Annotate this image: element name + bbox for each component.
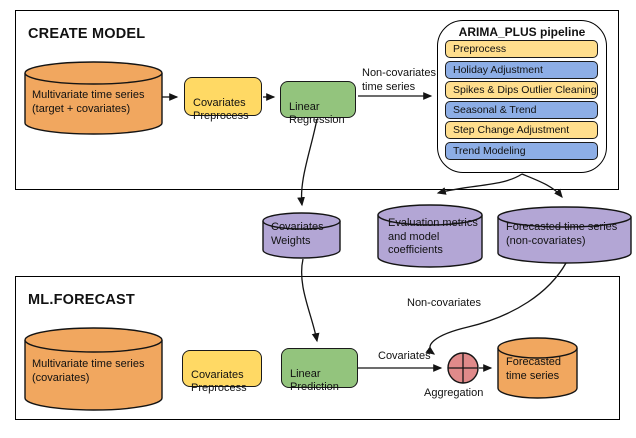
multivariate-covariates-label: Multivariate time series (covariates) (32, 358, 145, 384)
noncovariates-time-series-label: Non-covariates time series (362, 67, 436, 93)
aggregation-label: Aggregation (424, 387, 484, 399)
evaluation-metrics-label: Evaluation metrics and model coefficient… (388, 217, 478, 256)
forecasted-noncovariates-label: Forecasted time series (non-covariates) (506, 221, 618, 247)
covariates-preprocess-label: Covariates Preprocess (193, 97, 249, 122)
covariates-label: Covariates (378, 350, 431, 362)
pipeline-step-holiday-adjustment: Holiday Adjustment (445, 61, 598, 79)
pipeline-step-seasonal-trend: Seasonal & Trend Decomposition (445, 101, 598, 132)
create-model-covariates-preprocess-box: Covariates Preprocess (184, 77, 262, 122)
pipeline-step-preprocess: Preprocess (445, 40, 598, 58)
pipeline-step-step-change: Step Change Adjustment (445, 121, 598, 139)
arima-plus-pipeline-title: ARIMA_PLUS pipeline (458, 25, 586, 39)
linear-prediction-label: Linear Prediction (290, 368, 339, 393)
linear-regression-box: Linear Regression (280, 81, 356, 126)
pipeline-step-spikes-dips: Spikes & Dips Outlier Cleaning (445, 81, 598, 99)
create-model-title: CREATE MODEL (28, 26, 146, 42)
ml-forecast-covariates-preprocess-box: Covariates Preprocess (182, 350, 262, 394)
linear-prediction-box: Linear Prediction (281, 348, 358, 393)
linear-regression-label: Linear Regression (289, 101, 345, 126)
multivariate-target-covariates-label: Multivariate time series (target + covar… (32, 89, 145, 115)
ml-forecast-title: ML.FORECAST (28, 292, 135, 308)
noncovariates-label: Non-covariates (407, 297, 481, 309)
covariates-preprocess-label: Covariates Preprocess (191, 369, 247, 394)
pipeline-step-trend-modeling: Trend Modeling (445, 142, 598, 160)
covariates-weights-label: Covariates Weights (271, 221, 324, 247)
forecasted-time-series-label: Forecasted time series (506, 356, 562, 382)
